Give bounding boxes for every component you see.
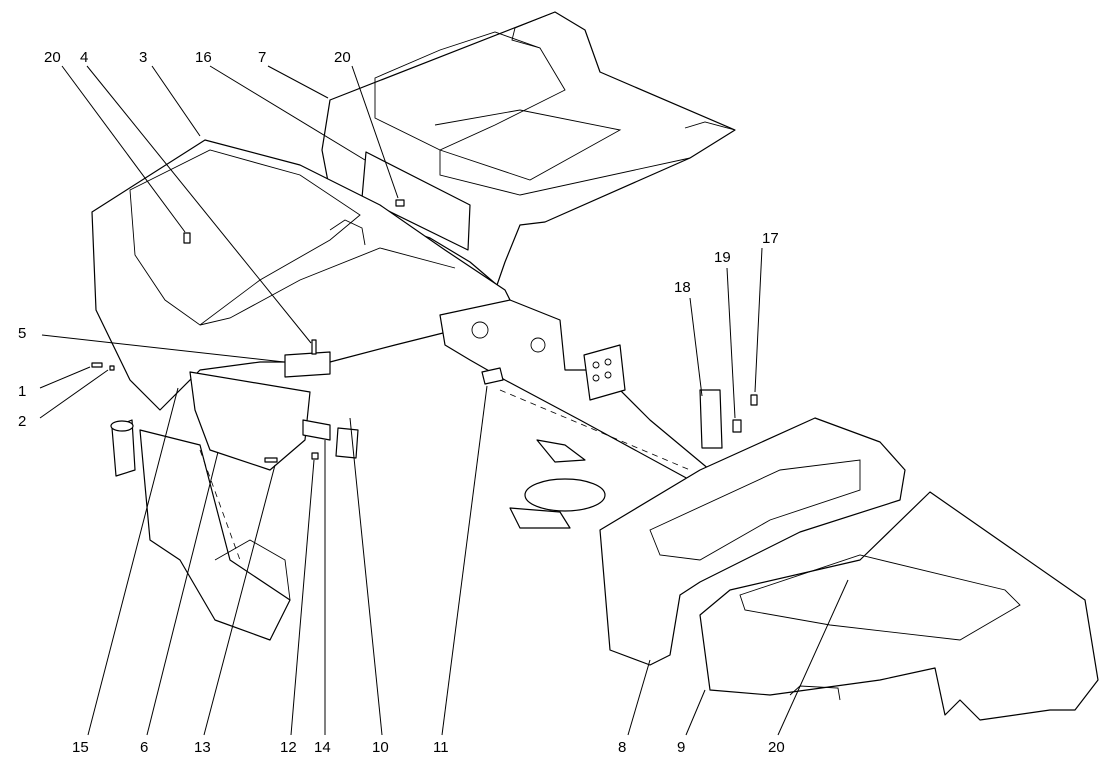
- callout-20-b: 20: [334, 49, 351, 66]
- leader-12: [290, 459, 315, 736]
- leader-13: [203, 464, 276, 736]
- leader-9: [685, 689, 706, 736]
- leader-10: [349, 417, 383, 736]
- small-plate-upper: [536, 439, 586, 463]
- leader-4: [86, 65, 312, 344]
- leader-8: [627, 659, 651, 736]
- callout-20-a: 20: [44, 49, 61, 66]
- disc-part: [524, 478, 606, 512]
- small-plate-lower: [509, 507, 571, 529]
- callout-18: 18: [674, 279, 691, 296]
- part-17-screw: [750, 394, 758, 406]
- leader-3: [151, 65, 201, 137]
- part-20-screw-b: [395, 199, 405, 207]
- callout-5: 5: [18, 325, 26, 342]
- part-19-fastener: [732, 419, 742, 433]
- callout-19: 19: [714, 249, 731, 266]
- leader-20-c: [777, 579, 849, 736]
- callout-1: 1: [18, 383, 26, 400]
- callout-9: 9: [677, 739, 685, 756]
- callout-16: 16: [195, 49, 212, 66]
- callout-10: 10: [372, 739, 389, 756]
- leader-19: [726, 267, 736, 419]
- part-5-bracket: [284, 351, 331, 378]
- part-16-decal: [361, 151, 471, 251]
- callout-17: 17: [762, 230, 779, 247]
- leader-2: [39, 369, 109, 419]
- part-12-nut: [311, 452, 319, 460]
- part-1-screw: [91, 362, 103, 368]
- callout-12: 12: [280, 739, 297, 756]
- leader-11: [441, 385, 488, 736]
- leader-1: [39, 366, 91, 389]
- callout-3: 3: [139, 49, 147, 66]
- part-15-post-top: [110, 420, 134, 432]
- callout-14: 14: [314, 739, 331, 756]
- leader-20-b: [351, 65, 399, 199]
- callout-8: 8: [618, 739, 626, 756]
- part-11-spring: [481, 367, 504, 385]
- part-8-right-fender: [599, 417, 906, 666]
- leader-17: [754, 247, 763, 393]
- leader-16: [209, 65, 366, 161]
- leader-lines: [39, 65, 849, 736]
- part-10-bracket: [335, 427, 359, 459]
- part-2-washer: [109, 365, 115, 371]
- part-6-front-panel: [189, 371, 311, 471]
- part-20-screw-a: [183, 232, 191, 244]
- part-9-right-cover: [699, 491, 1099, 721]
- leader-6: [146, 451, 219, 736]
- callout-4: 4: [80, 49, 88, 66]
- callout-11: 11: [433, 739, 449, 756]
- callout-20-c: 20: [768, 739, 785, 756]
- callout-labels: 20 4 3 16 7 20 5 1 2 18 19 17 15 6 13 12…: [18, 49, 785, 756]
- callout-6: 6: [140, 739, 148, 756]
- part-3-left-fender: [91, 139, 521, 411]
- leader-20-a: [61, 65, 186, 233]
- callout-7: 7: [258, 49, 266, 66]
- leader-15: [87, 387, 179, 736]
- callout-15: 15: [72, 739, 89, 756]
- part-13-bolt: [264, 457, 278, 463]
- part-14-bracket: [302, 419, 331, 441]
- frame-plate: [583, 344, 626, 401]
- callout-2: 2: [18, 413, 26, 430]
- leader-5: [41, 334, 285, 363]
- leader-7: [267, 65, 329, 99]
- callout-13: 13: [194, 739, 211, 756]
- leader-18: [689, 297, 703, 397]
- part-18-bracket: [699, 389, 723, 449]
- part-4-screw: [311, 339, 317, 355]
